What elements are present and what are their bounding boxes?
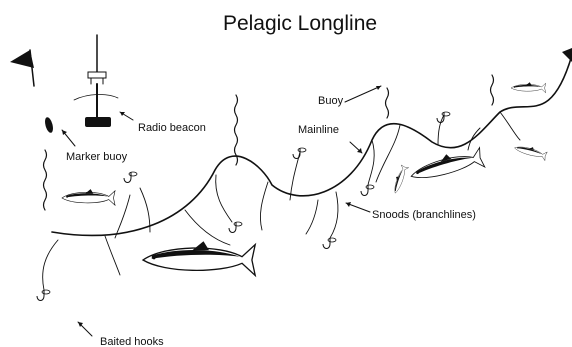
marker-buoy-arrowhead: [62, 130, 67, 135]
baited-hook-icon: [293, 148, 306, 159]
label-baited-hooks: Baited hooks: [100, 336, 164, 347]
baited-hook-icon: [437, 112, 450, 123]
mainline: [52, 55, 572, 235]
buoy-icon: [345, 86, 381, 102]
baited-hook-icon: [323, 238, 336, 249]
baited-hook-icon: [229, 222, 242, 233]
label-snoods: Snoods (branchlines): [372, 209, 476, 221]
baited-hook-icon: [37, 290, 50, 301]
tuna-fish-icon: [391, 165, 409, 195]
baited-hook-icon: [361, 185, 374, 196]
label-radio-beacon: Radio beacon: [138, 122, 206, 134]
marker-buoy-icon: [44, 116, 55, 133]
label-buoy: Buoy: [318, 95, 344, 107]
tuna-fish-icon: [62, 189, 115, 205]
radio-beacon-arrowhead: [120, 112, 125, 116]
hook-line: [43, 240, 58, 290]
label-mainline: Mainline: [298, 124, 339, 136]
flag-icon: [10, 50, 34, 86]
diagram-title: Pelagic Longline: [223, 12, 377, 35]
tuna-fish-icon: [143, 241, 255, 275]
radio-beacon-icon: [74, 35, 118, 127]
label-marker-buoy: Marker buoy: [66, 151, 128, 163]
tuna-fish-icon: [408, 145, 485, 186]
tuna-fish-icon: [513, 143, 547, 161]
tuna-fish-icon: [511, 82, 546, 93]
baited-hook-icon: [124, 172, 137, 183]
